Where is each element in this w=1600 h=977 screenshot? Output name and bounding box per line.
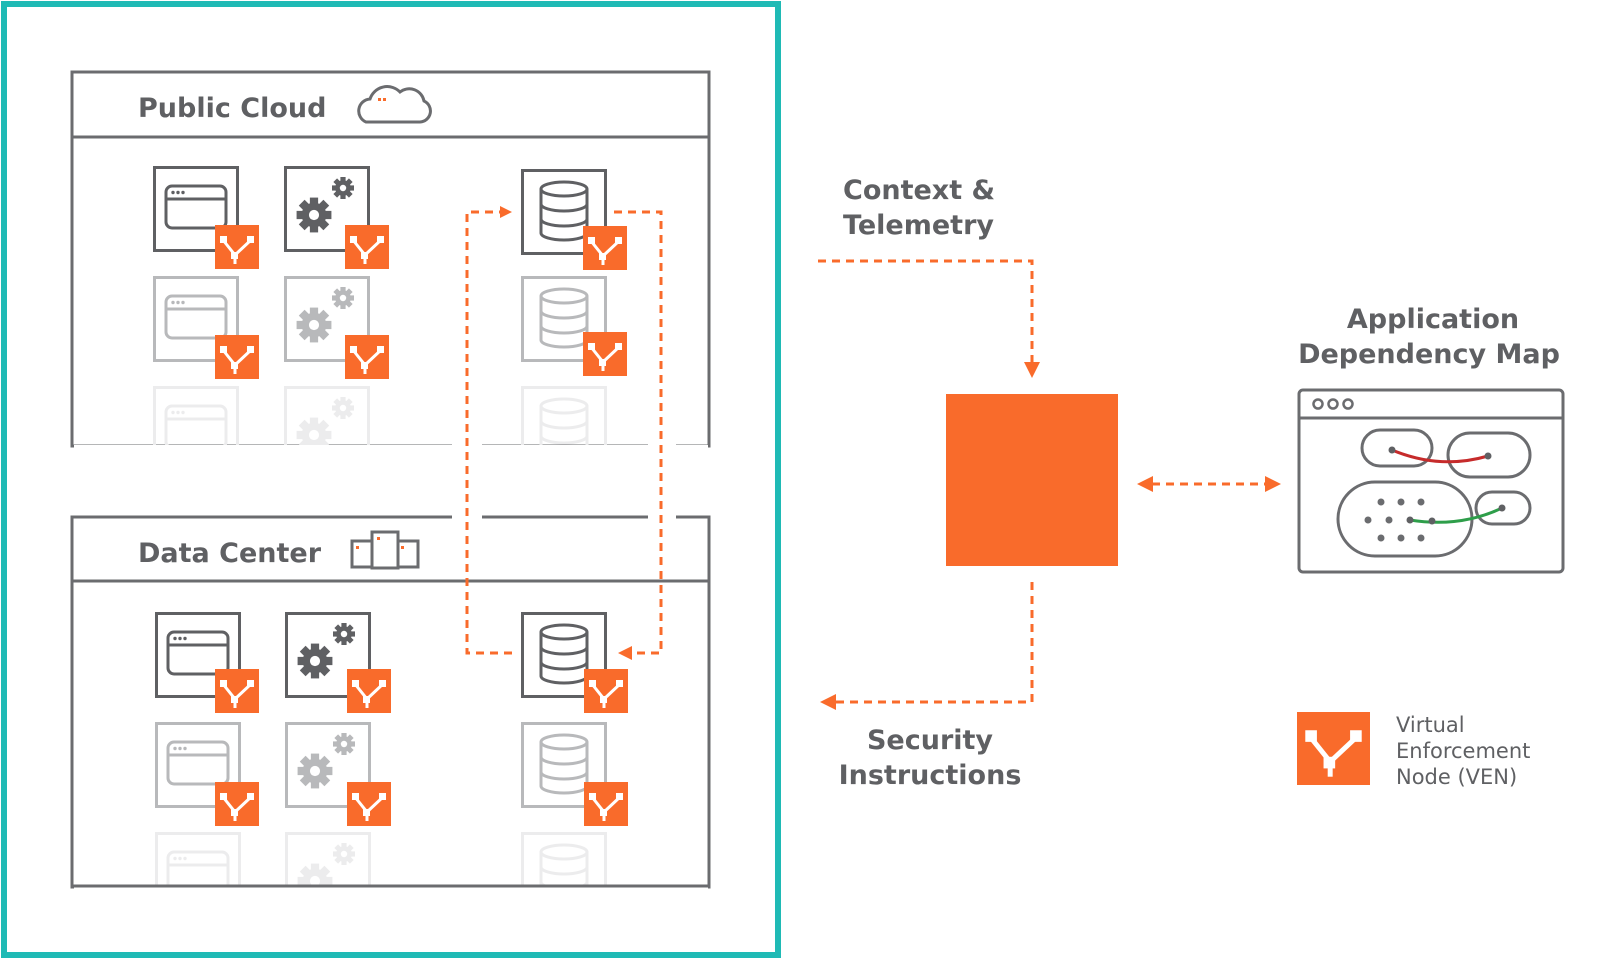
ven-icon	[584, 782, 628, 826]
app-map-title-2: Dependency Map	[1298, 339, 1560, 370]
east-west-flow	[465, 210, 663, 655]
context-telemetry-arrow	[818, 259, 1034, 362]
legend-line-3: Node (VEN)	[1396, 765, 1517, 789]
ven-icon	[1297, 712, 1370, 785]
ven-icon	[215, 782, 259, 826]
data-center-title: Data Center	[138, 538, 322, 569]
security-instructions-arrow	[836, 582, 1034, 704]
ven-icon	[583, 226, 627, 270]
environment-frame	[1, 1, 781, 958]
arrowhead	[1265, 476, 1281, 492]
dependency-map-window-icon	[1297, 388, 1565, 574]
arrowhead	[820, 694, 836, 710]
security-instructions-label-2: Instructions	[839, 760, 1022, 791]
servers-icon	[350, 530, 420, 570]
app-map-title: Application	[1347, 304, 1519, 335]
context-telemetry-label: Context &	[843, 175, 995, 206]
public-cloud-workloads	[74, 166, 708, 485]
arrowhead	[500, 206, 512, 218]
legend-line-1: Virtual	[1396, 713, 1465, 737]
legend: Virtual Enforcement Node (VEN)	[1297, 712, 1530, 789]
policy-engine-square	[946, 394, 1118, 566]
ven-icon	[215, 669, 259, 713]
legend-line-2: Enforcement	[1396, 739, 1530, 763]
security-instructions-label: Security	[867, 725, 993, 756]
ven-icon	[345, 225, 389, 269]
ven-icon	[584, 669, 628, 713]
arrowhead	[1024, 362, 1040, 378]
arrowhead	[1137, 476, 1153, 492]
ven-icon	[345, 335, 389, 379]
arrowhead	[618, 646, 632, 660]
ven-icon	[347, 669, 391, 713]
ven-icon	[347, 782, 391, 826]
ven-icon	[215, 225, 259, 269]
ven-icon	[215, 335, 259, 379]
cloud-icon	[357, 85, 432, 124]
ven-icon	[583, 332, 627, 376]
data-center-workloads	[72, 612, 709, 935]
public-cloud-title: Public Cloud	[138, 93, 326, 124]
context-telemetry-label-2: Telemetry	[843, 210, 994, 241]
